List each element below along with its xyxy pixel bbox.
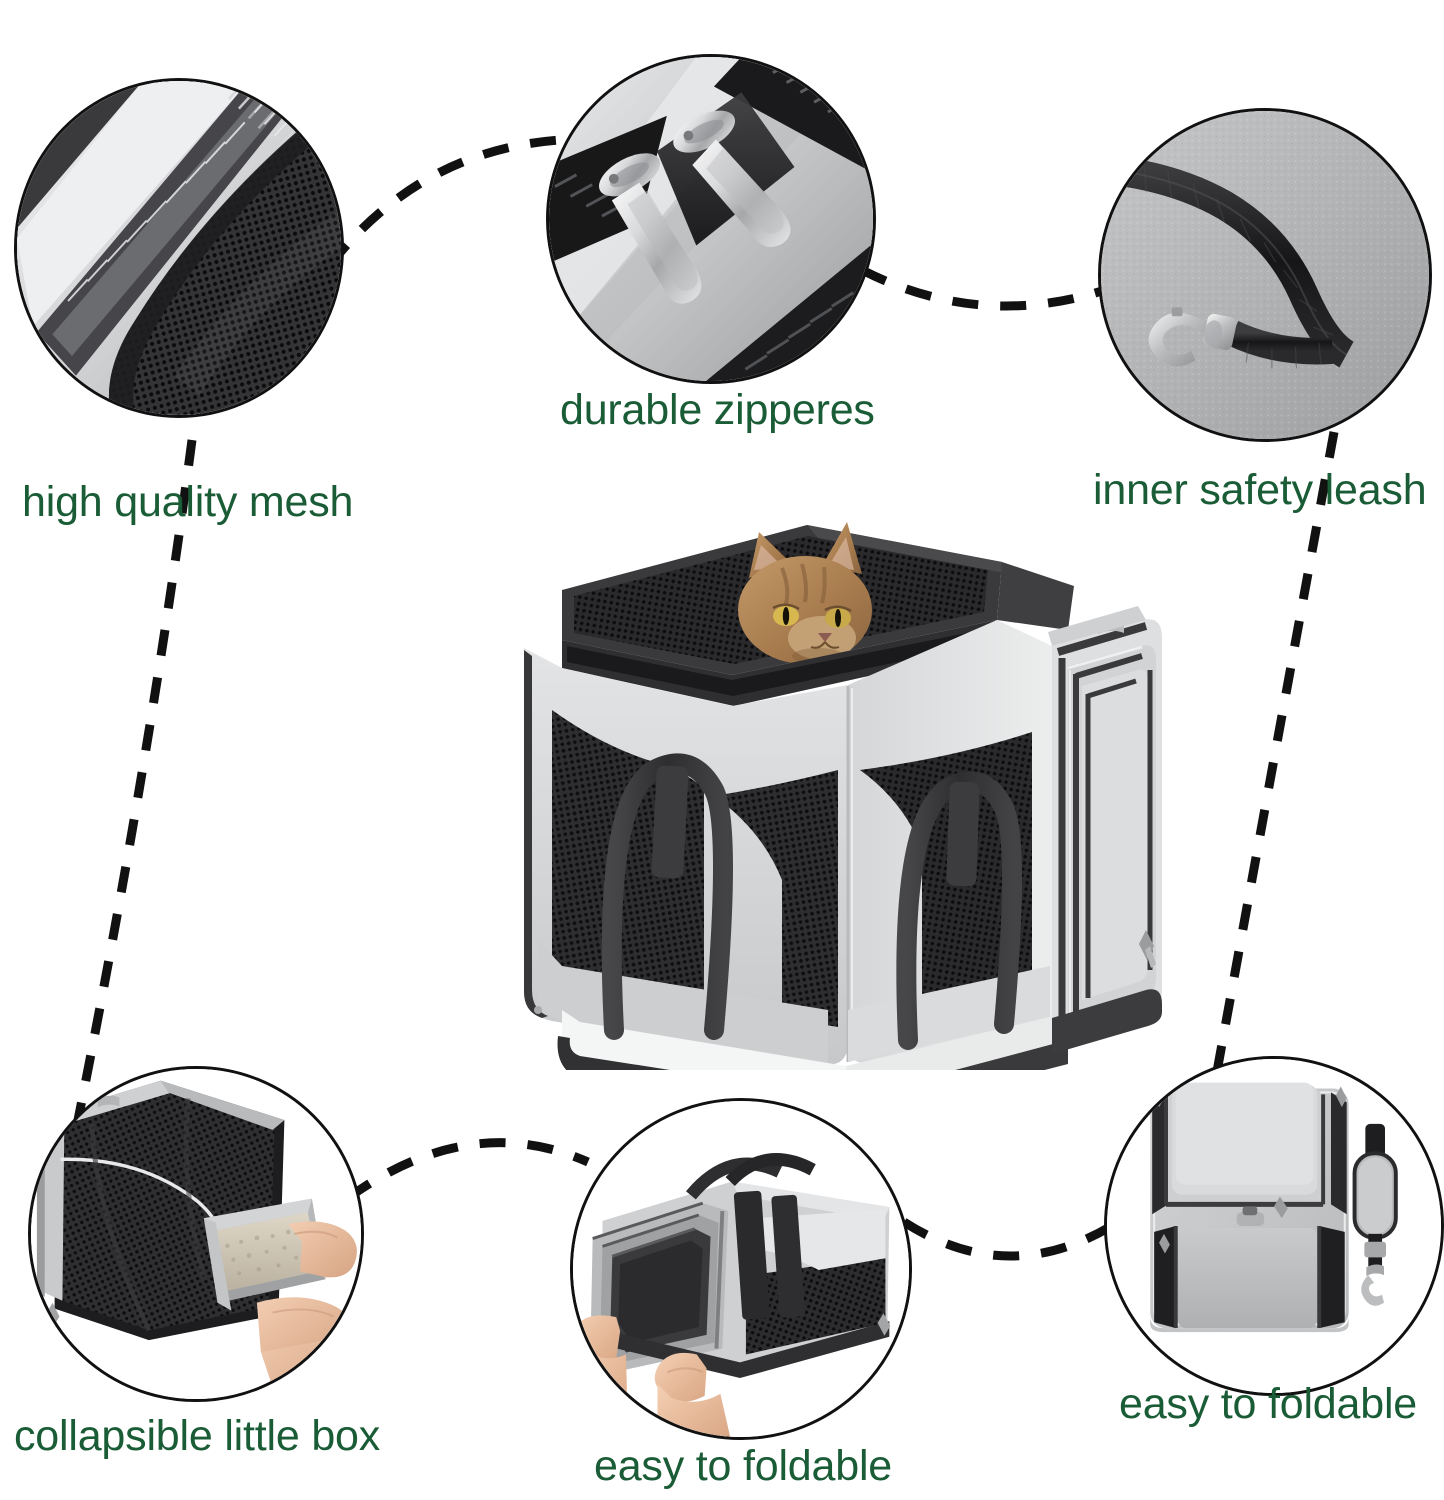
inset-inner-safety-leash — [1098, 108, 1432, 442]
connector-leash-to-folded — [1205, 431, 1339, 1111]
zipper-pull-left — [599, 153, 702, 304]
inset-easy-to-foldable-middle — [570, 1098, 912, 1440]
inset-easy-to-foldable-right — [1104, 1056, 1444, 1396]
shoulder-strap — [1352, 1123, 1398, 1306]
zipper-pull-right — [673, 110, 791, 248]
label-high-quality-mesh: high quality mesh — [22, 478, 354, 526]
connector-litterbox-to-folding — [345, 1138, 590, 1202]
inset-collapsible-litter-box — [28, 1066, 364, 1402]
label-collapsible-little-box: collapsible little box — [14, 1412, 381, 1460]
expansion-panel — [1052, 616, 1162, 1054]
folded-carrier — [1150, 1082, 1349, 1333]
carry-handles — [601, 753, 1022, 1050]
connector-zippers-to-leash — [859, 265, 1107, 311]
label-durable-zippers: durable zipperes — [560, 386, 875, 434]
label-easy-to-foldable-right: easy to foldable — [1119, 1380, 1418, 1428]
connector-mesh-to-zippers — [326, 135, 561, 268]
label-easy-to-foldable-middle: easy to foldable — [594, 1442, 893, 1490]
inset-high-quality-mesh — [14, 78, 344, 418]
connector-folding-to-folded — [901, 1218, 1121, 1261]
label-inner-safety-leash: inner safety leash — [1093, 466, 1427, 514]
main-product-photo — [262, 470, 1162, 1070]
inset-durable-zippers — [546, 54, 876, 384]
connector-mesh-to-litterbox — [73, 439, 197, 1121]
leash-clip — [1148, 307, 1237, 367]
